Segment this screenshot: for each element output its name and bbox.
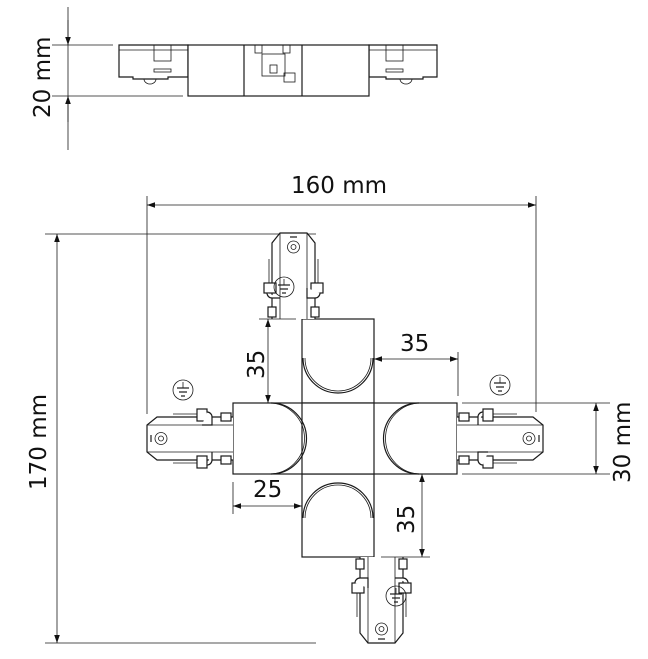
bottom-track-adapter — [351, 556, 412, 644]
offset-dimension-label: 25 — [253, 477, 282, 503]
top-view: 160 mm 170 mm 30 mm 35 — [26, 173, 636, 644]
top-track-adapter — [263, 232, 324, 320]
ground-icon — [172, 379, 194, 401]
track-width-dimension-label: 30 mm — [610, 402, 636, 483]
bottom-arm-dimension-label: 35 — [394, 505, 420, 534]
height-dimension-label: 20 mm — [30, 37, 56, 118]
right-track-adapter — [456, 408, 544, 469]
ground-icon — [489, 374, 511, 396]
right-arm-dimension-label: 35 — [400, 331, 429, 357]
left-track-adapter — [146, 408, 234, 469]
length-dimension-label: 170 mm — [26, 394, 52, 490]
width-dimension-label: 160 mm — [291, 173, 387, 199]
top-arm-dimension-label: 35 — [244, 350, 270, 379]
side-view: 20 mm — [30, 7, 438, 150]
